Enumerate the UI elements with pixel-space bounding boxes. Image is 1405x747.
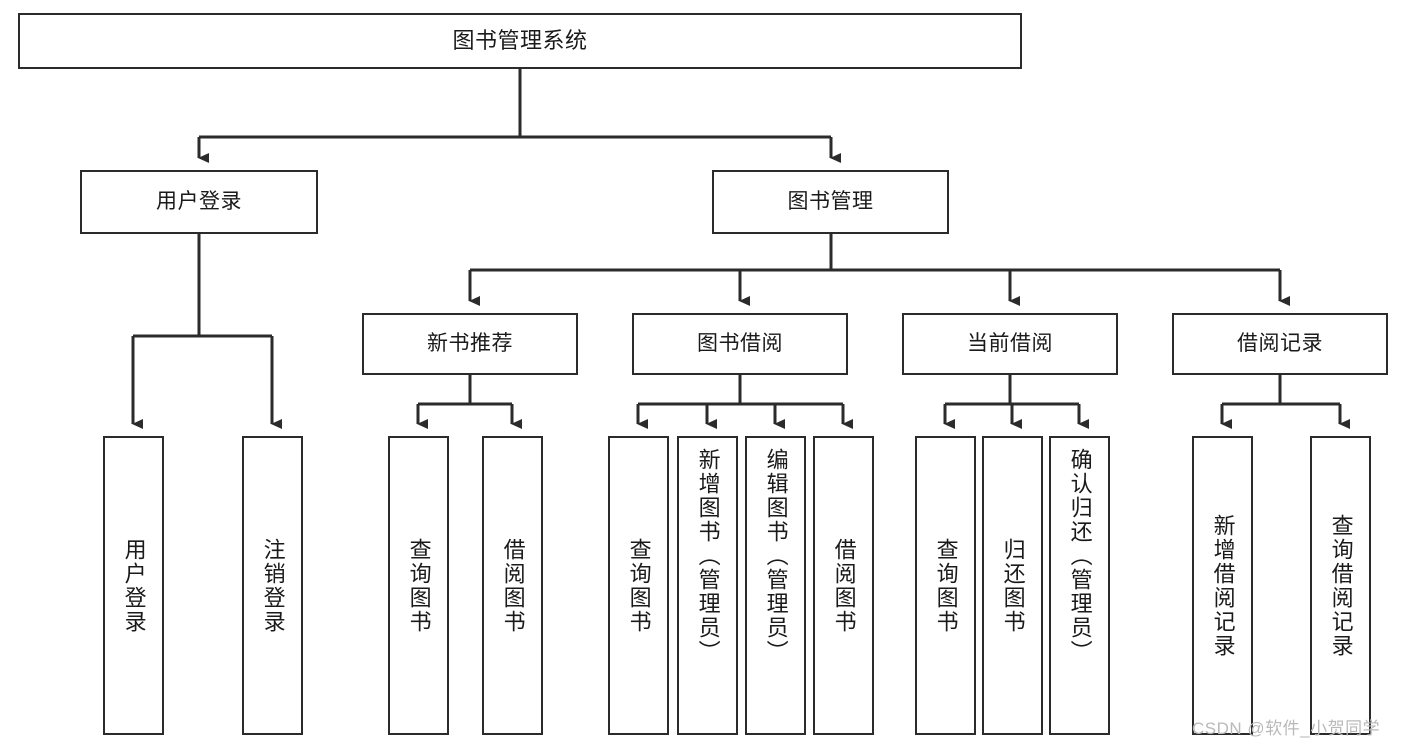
node-label: 查询图书 [626, 537, 652, 634]
leaf-borrow-book-recommend[interactable]: 借阅图书 [482, 436, 543, 735]
leaf-query-book-current[interactable]: 查询图书 [915, 436, 976, 735]
node-current-borrow[interactable]: 当前借阅 [902, 313, 1118, 375]
leaf-query-borrow-record[interactable]: 查询借阅记录 [1310, 436, 1371, 735]
node-label: 借阅记录 [1237, 331, 1323, 355]
leaf-borrow-book[interactable]: 借阅图书 [813, 436, 874, 735]
node-label: 用户登录 [121, 537, 147, 634]
leaf-logout[interactable]: 注销登录 [242, 436, 303, 735]
node-label: 借阅图书 [831, 537, 857, 634]
node-label: 查询图书 [933, 537, 959, 634]
node-user-login[interactable]: 用户登录 [80, 170, 318, 234]
node-label: 借阅图书 [500, 537, 526, 634]
leaf-edit-book-admin[interactable]: 编辑图书（管理员） [745, 436, 806, 735]
node-label: 查询图书 [406, 537, 432, 634]
node-label: 新增图书（管理员） [695, 448, 721, 664]
node-label: 图书管理系统 [452, 28, 588, 54]
node-book-borrow[interactable]: 图书借阅 [632, 313, 848, 375]
leaf-add-borrow-record[interactable]: 新增借阅记录 [1192, 436, 1253, 735]
node-root-system[interactable]: 图书管理系统 [18, 13, 1022, 69]
node-borrow-record[interactable]: 借阅记录 [1172, 313, 1388, 375]
node-book-management[interactable]: 图书管理 [712, 170, 949, 234]
node-label: 注销登录 [260, 537, 286, 634]
node-label: 编辑图书（管理员） [763, 448, 789, 664]
leaf-confirm-return-admin[interactable]: 确认归还（管理员） [1049, 436, 1110, 735]
node-label: 确认归还（管理员） [1067, 448, 1093, 664]
node-label: 查询借阅记录 [1328, 513, 1354, 658]
node-label: 图书借阅 [697, 331, 783, 355]
node-label: 归还图书 [1000, 537, 1026, 634]
leaf-add-book-admin[interactable]: 新增图书（管理员） [677, 436, 738, 735]
leaf-query-book-recommend[interactable]: 查询图书 [388, 436, 449, 735]
node-label: 新增借阅记录 [1210, 513, 1236, 658]
node-new-book-recommend[interactable]: 新书推荐 [362, 313, 578, 375]
leaf-query-book-borrow[interactable]: 查询图书 [608, 436, 669, 735]
node-label: 用户登录 [156, 189, 242, 213]
leaf-return-book[interactable]: 归还图书 [982, 436, 1043, 735]
node-label: 图书管理 [787, 189, 874, 213]
node-label: 新书推荐 [427, 331, 513, 355]
node-label: 当前借阅 [967, 331, 1053, 355]
leaf-user-login[interactable]: 用户登录 [103, 436, 164, 735]
